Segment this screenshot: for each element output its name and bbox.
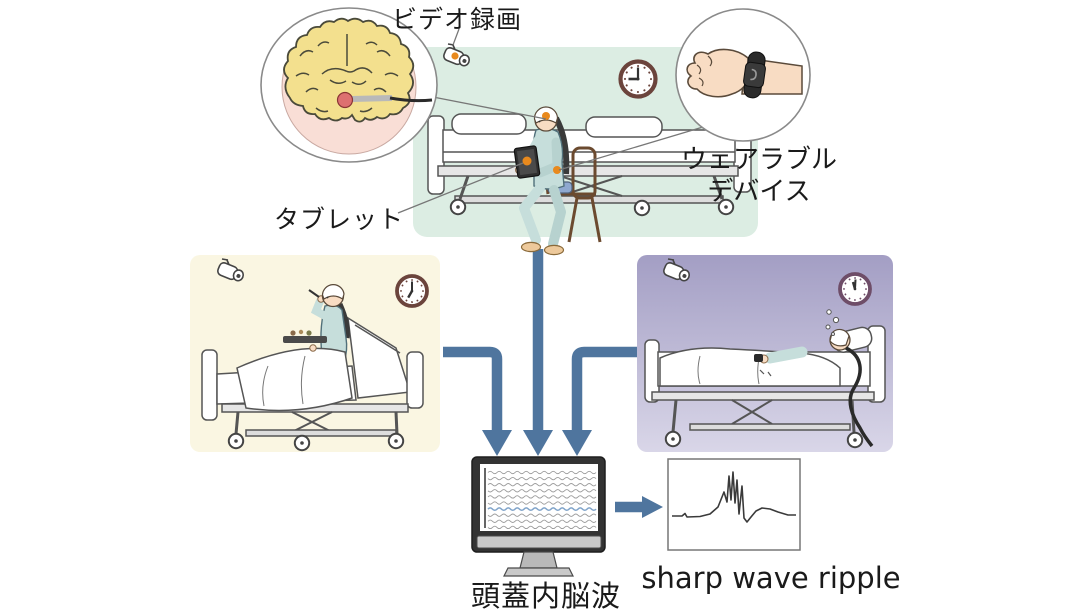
label-video-recording: ビデオ録画 [392, 5, 523, 34]
callout-lines [397, 28, 704, 214]
arm [310, 297, 331, 321]
head-bandage [321, 284, 345, 300]
eye [538, 120, 541, 123]
hair [337, 302, 350, 339]
brain-sulci [295, 34, 399, 113]
monitor-bezel [476, 535, 602, 549]
bed-caster [227, 432, 245, 450]
highlight-dot-wearable [553, 166, 561, 174]
scene-sleep [644, 258, 886, 449]
slipper [520, 241, 542, 253]
hand [309, 344, 317, 352]
leg [548, 185, 566, 249]
wall-clock-daytime [618, 59, 658, 99]
blanket [236, 347, 353, 412]
spoon [308, 289, 320, 298]
bed-caster [449, 198, 467, 216]
chair [545, 146, 602, 243]
eeg-cable [845, 346, 874, 448]
smartwatch [743, 51, 766, 99]
electrode-shaft [351, 95, 393, 102]
bed-caster [293, 434, 311, 452]
label-intracranial-eeg: 頭蓋内脳波 [470, 579, 621, 611]
highlight-dot-camera [451, 52, 459, 60]
bed-caster [633, 199, 651, 217]
patient-eating [236, 284, 353, 412]
meal-tray [283, 336, 327, 343]
sleep-bubble [825, 324, 831, 330]
eeg-monitor [471, 456, 606, 577]
line-label-to-tablet [397, 162, 524, 214]
head-bandage [829, 328, 850, 347]
hippocampus-target [336, 91, 354, 109]
fist [686, 48, 750, 98]
patient-sitting [513, 106, 573, 256]
sharp-wave-ripple-waveform [672, 471, 796, 523]
wall-clock-meal [395, 274, 429, 308]
bed-caster [846, 431, 864, 449]
electrode-wire [389, 96, 433, 103]
wearable-inset [675, 8, 811, 142]
sleep-bubble [826, 309, 832, 315]
arm [764, 346, 808, 364]
sharp-wave-ripple-box [667, 458, 801, 551]
leg [519, 183, 545, 245]
arrow-from-meal-panel [443, 346, 503, 431]
monitor-base [503, 567, 574, 577]
slipper [543, 244, 565, 256]
sleep-bubble [831, 332, 835, 336]
label-wearable-line1: ウェアラブル [680, 145, 837, 175]
line-wearable-to-wrist [558, 126, 704, 171]
highlight-dot-tablet [522, 156, 532, 166]
line-label-to-camera [452, 28, 460, 46]
scene-daytime [427, 43, 752, 256]
eye [326, 296, 329, 299]
wearable-on-wrist [754, 354, 763, 362]
arrow-from-sleep-panel [571, 346, 637, 431]
bed-caster [664, 430, 682, 448]
brain-inset [260, 7, 438, 163]
monitor-stand [519, 551, 558, 569]
patient-sleeping [659, 309, 874, 448]
flow-arrows [443, 249, 663, 518]
motion-marks [759, 369, 772, 377]
bed-caster [387, 432, 405, 450]
scene-meal [201, 258, 429, 452]
food [298, 329, 304, 335]
hospital-bed-daytime [427, 111, 752, 204]
label-tablet: タブレット [274, 205, 405, 234]
line-brain-to-head [432, 96, 547, 120]
food [306, 330, 312, 336]
label-wearable-device: ウェアラブルデバイス [668, 144, 850, 208]
food [290, 330, 296, 336]
wall-clock-sleep [838, 272, 872, 306]
sleep-bubble [832, 316, 840, 324]
blanket-folds [262, 355, 306, 407]
label-sharp-wave-ripple: sharp wave ripple [641, 561, 901, 595]
fingers [696, 55, 713, 87]
label-wearable-line2: デバイス [707, 177, 811, 207]
